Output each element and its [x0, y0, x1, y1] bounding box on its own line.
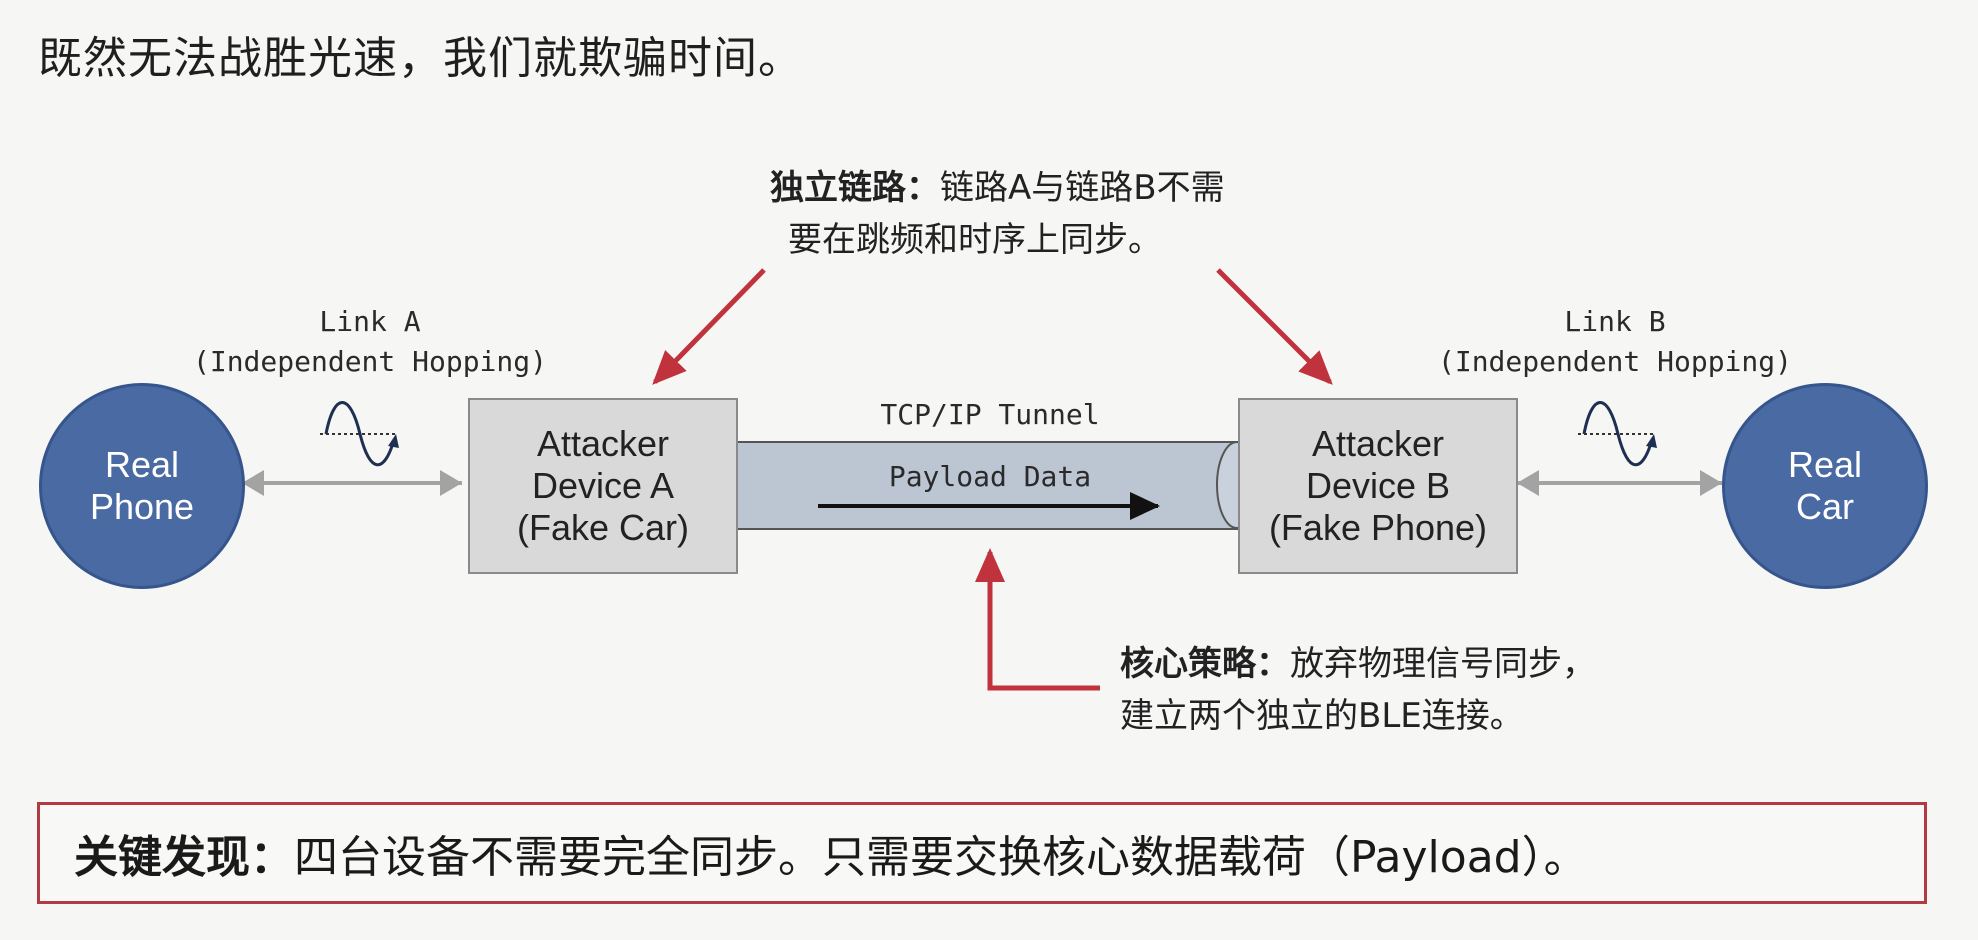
- link-a-subtitle: (Independent Hopping): [192, 345, 547, 378]
- link-a-title: Link A: [319, 305, 421, 338]
- real-car-line2: Car: [1795, 486, 1854, 527]
- core-strategy-line2: 建立两个独立的BLE连接。: [1120, 696, 1524, 736]
- page-heading: 既然无法战胜光速，我们就欺骗时间。: [38, 33, 803, 84]
- independent-links-line2: 要在跳频和时序上同步。: [788, 220, 1162, 260]
- independent-links-line1: 链路A与链路B不需: [940, 168, 1225, 208]
- key-finding-text: 四台设备不需要完全同步。只需要交换核心数据载荷（Payload）。: [294, 832, 1588, 883]
- core-strategy-line1: 放弃物理信号同步，: [1290, 644, 1596, 684]
- hopping-wave-icon-a: [320, 401, 399, 467]
- attacker-device-b: Attacker Device B (Fake Phone): [1238, 398, 1518, 574]
- core-strategy-title: 核心策略：: [1120, 644, 1290, 684]
- red-arrow-to-device-b: [1216, 268, 1333, 385]
- link-a-label: Link A (Independent Hopping): [170, 302, 570, 382]
- device-b-line3: (Fake Phone): [1268, 507, 1488, 548]
- device-a-line1: Attacker: [536, 423, 670, 464]
- link-b-label: Link B (Independent Hopping): [1415, 302, 1815, 382]
- device-b-line2: Device B: [1305, 465, 1451, 506]
- device-b-line1: Attacker: [1311, 423, 1445, 464]
- device-a-line3: (Fake Car): [516, 507, 690, 548]
- link-b-connector: [1517, 470, 1722, 496]
- key-finding-title: 关键发现：: [74, 832, 294, 883]
- attacker-device-a: Attacker Device A (Fake Car): [468, 398, 738, 574]
- key-finding-banner: 关键发现：四台设备不需要完全同步。只需要交换核心数据载荷（Payload）。: [37, 802, 1927, 904]
- real-phone-line2: Phone: [89, 486, 195, 527]
- device-a-line2: Device A: [531, 465, 675, 506]
- independent-links-note: 独立链路：链路A与链路B不需 要在跳频和时序上同步。: [770, 162, 1225, 266]
- tunnel-label: TCP/IP Tunnel: [880, 398, 1100, 431]
- payload-label: Payload Data: [888, 460, 1092, 493]
- real-phone-line1: Real: [104, 444, 180, 485]
- red-arrow-to-tunnel: [975, 548, 1100, 691]
- link-b-title: Link B: [1564, 305, 1666, 338]
- real-car-line1: Real: [1787, 444, 1863, 485]
- independent-links-title: 独立链路：: [770, 168, 940, 208]
- hopping-wave-icon-b: [1578, 401, 1657, 467]
- red-arrow-to-device-a: [652, 268, 766, 385]
- link-b-subtitle: (Independent Hopping): [1437, 345, 1792, 378]
- link-a-connector: [242, 470, 462, 496]
- core-strategy-note: 核心策略：放弃物理信号同步， 建立两个独立的BLE连接。: [1120, 638, 1596, 742]
